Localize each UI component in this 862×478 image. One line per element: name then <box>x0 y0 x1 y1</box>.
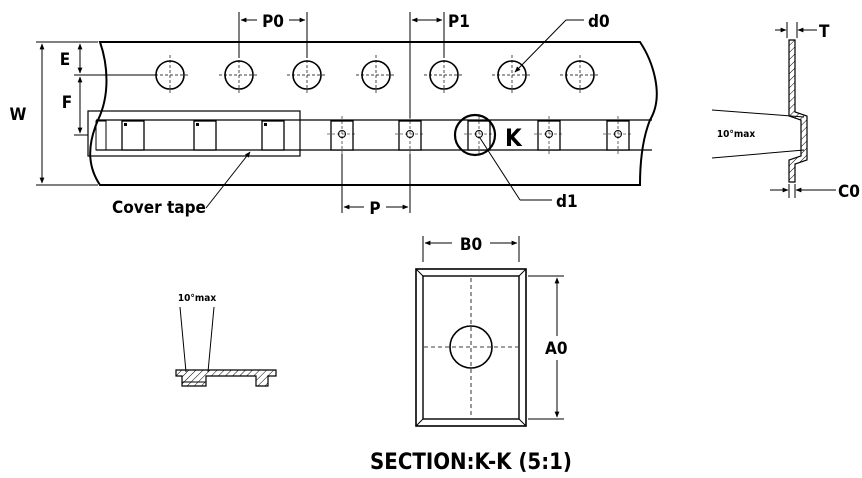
label-d0: d0 <box>588 12 610 32</box>
side-view-profile <box>788 39 808 183</box>
dim-w: W <box>10 41 98 186</box>
sprocket-hole <box>560 55 600 95</box>
sprocket-hole <box>356 55 396 95</box>
sprocket-holes <box>150 55 600 95</box>
label-b0: B0 <box>460 235 482 255</box>
small-section: 10°max <box>175 293 277 387</box>
detail-circle-k <box>453 113 497 157</box>
section-title: SECTION:K-K (5:1) <box>370 450 572 475</box>
label-c0: C0 <box>838 182 860 202</box>
pocket-inner <box>422 275 520 420</box>
cover-tape-outline <box>87 110 301 157</box>
empty-pockets <box>327 116 633 154</box>
pocket <box>395 116 425 154</box>
sprocket-hole <box>287 55 327 95</box>
pocket-outer <box>415 268 527 427</box>
label-k: K <box>505 124 523 152</box>
pocket <box>534 116 564 154</box>
label-p: P <box>369 199 380 219</box>
label-w: W <box>10 105 27 125</box>
section-kk: B0 A0 SECTION:K-K (5:1) <box>370 235 572 475</box>
leader-d0: d0 <box>514 12 610 73</box>
pocket-hole <box>449 325 493 369</box>
section-profile <box>175 369 277 387</box>
leader-cover-tape: Cover tape <box>112 151 251 218</box>
tape-outline <box>89 41 658 186</box>
dim-p0: P0 <box>238 12 308 58</box>
pocket <box>464 116 494 154</box>
covered-pocket <box>193 120 217 151</box>
cover-tape-area <box>87 110 301 157</box>
side-view: T C0 10°max <box>711 22 860 202</box>
label-p1: P1 <box>448 12 470 32</box>
dim-f: F <box>62 76 88 136</box>
label-t: T <box>819 22 830 42</box>
label-d1: d1 <box>556 192 578 212</box>
leader-d1: d1 <box>479 137 578 212</box>
sprocket-hole <box>492 55 532 95</box>
pocket <box>603 116 633 154</box>
dim-p: P <box>341 154 411 219</box>
label-f: F <box>62 93 72 113</box>
label-p0: P0 <box>262 12 284 32</box>
pocket <box>327 116 357 154</box>
covered-pocket <box>261 120 285 151</box>
label-angle-right: 10°max <box>717 129 755 140</box>
label-angle-left: 10°max <box>178 293 216 304</box>
covered-pocket <box>121 120 145 151</box>
dim-p1: P1 <box>409 12 470 118</box>
sprocket-hole <box>424 55 464 95</box>
label-cover-tape: Cover tape <box>112 198 206 218</box>
label-a0: A0 <box>545 339 567 359</box>
sprocket-hole <box>219 55 259 95</box>
dim-e: E <box>60 41 156 76</box>
label-e: E <box>60 50 70 70</box>
